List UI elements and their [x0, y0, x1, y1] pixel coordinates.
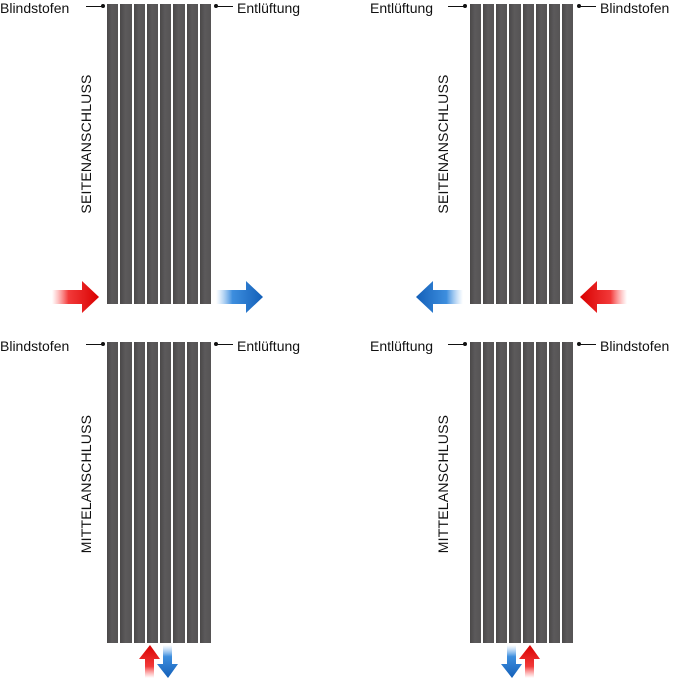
leader-line [217, 344, 233, 345]
left-label: Blindstofen [0, 0, 70, 16]
connection-type-label: MITTELANSCHLUSS [435, 414, 451, 554]
radiator-column [522, 4, 534, 304]
radiator-column [535, 4, 547, 304]
radiator-column [509, 342, 521, 643]
radiator-column [561, 342, 573, 643]
connector-dot [463, 4, 467, 8]
radiator-column [160, 342, 172, 643]
radiator-column [146, 342, 158, 643]
radiator-column [561, 4, 573, 304]
radiator-column [133, 4, 145, 304]
radiator [470, 4, 573, 304]
radiator [470, 342, 573, 643]
radiator-column [548, 4, 560, 304]
return-arrow-right-icon [216, 281, 263, 313]
radiator-column [173, 342, 185, 643]
connector-dot [577, 4, 581, 8]
radiator-column [120, 4, 132, 304]
return-arrow-down-icon [501, 645, 522, 678]
supply-arrow-up-icon [519, 645, 540, 678]
leader-line [448, 344, 464, 345]
connection-type-label: SEITENANSCHLUSS [435, 74, 451, 214]
leader-line [580, 344, 596, 345]
radiator-column [199, 342, 211, 643]
leader-line [448, 6, 464, 7]
supply-arrow-right-icon [52, 281, 99, 313]
radiator-column [199, 4, 211, 304]
right-label: Entlüftung [237, 0, 301, 16]
connector-dot [101, 4, 105, 8]
connector-dot [214, 342, 218, 346]
radiator [107, 4, 211, 304]
leader-line [580, 6, 596, 7]
connection-type-label: MITTELANSCHLUSS [78, 414, 94, 554]
supply-arrow-left-icon [580, 281, 627, 313]
leader-line [86, 344, 102, 345]
supply-arrow-up-icon [139, 645, 160, 678]
right-label: Entlüftung [237, 338, 301, 354]
radiator-column [470, 342, 482, 643]
radiator-column [470, 4, 482, 304]
radiator-column [496, 4, 508, 304]
radiator-column [133, 342, 145, 643]
connector-dot [214, 4, 218, 8]
leader-line [86, 6, 102, 7]
return-arrow-down-icon [157, 645, 178, 678]
radiator-column [173, 4, 185, 304]
radiator-column [509, 4, 521, 304]
right-label: Blindstofen [600, 0, 670, 16]
leader-line [217, 6, 233, 7]
return-arrow-left-icon [416, 281, 463, 313]
left-label: Entlüftung [370, 0, 434, 16]
radiator-column [496, 342, 508, 643]
radiator-column [548, 342, 560, 643]
connection-type-label: SEITENANSCHLUSS [78, 74, 94, 214]
radiator-column [483, 4, 495, 304]
radiator-column [522, 342, 534, 643]
radiator-column [186, 342, 198, 643]
radiator-column [186, 4, 198, 304]
radiator-column [535, 342, 547, 643]
right-label: Blindstofen [600, 338, 670, 354]
radiator-column [146, 4, 158, 304]
radiator [107, 342, 211, 643]
connector-dot [463, 342, 467, 346]
radiator-column [120, 342, 132, 643]
radiator-column [160, 4, 172, 304]
radiator-column [107, 4, 119, 304]
left-label: Blindstofen [0, 338, 70, 354]
radiator-column [107, 342, 119, 643]
radiator-column [483, 342, 495, 643]
left-label: Entlüftung [370, 338, 434, 354]
connector-dot [101, 342, 105, 346]
connector-dot [577, 342, 581, 346]
